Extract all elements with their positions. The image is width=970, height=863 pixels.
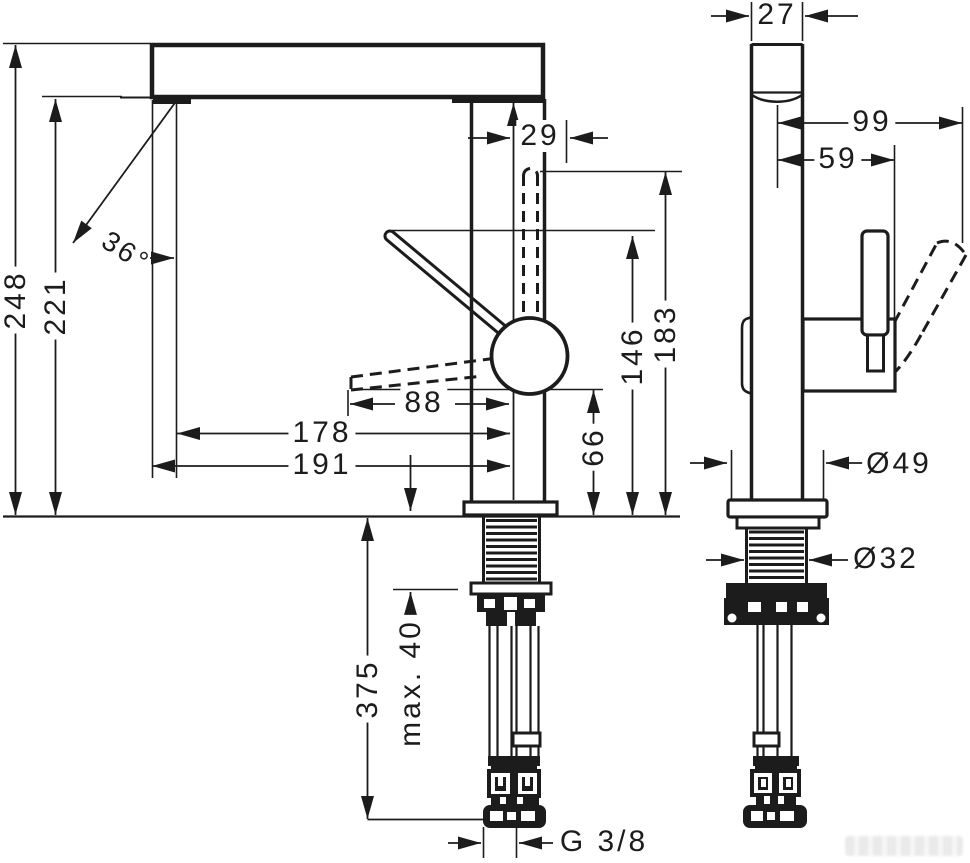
dim-reach-total-label: 191: [288, 449, 356, 481]
dim-reach-inner-label: 178: [288, 417, 356, 449]
dim-lever-height-label: 146: [616, 322, 649, 390]
dim-lever-reach-label: 88: [400, 387, 448, 419]
dim-spout-offset-label: 29: [516, 120, 564, 152]
dim-spout-height-label: 221: [39, 272, 72, 340]
dim-handle-reach-label: 59: [814, 143, 862, 175]
dim-outlet-height-label: 183: [649, 300, 682, 368]
dim-base-diameter-label: Ø49: [862, 448, 936, 480]
dim-shank-diameter-label: Ø32: [849, 543, 923, 575]
front-view: [3, 42, 682, 858]
dim-handle-swing-reach-label: 99: [848, 106, 896, 138]
side-view: [724, 2, 968, 828]
dim-body-width-label: 27: [753, 0, 801, 31]
dim-max-deck-label: max. 40: [394, 615, 427, 751]
dim-hose-length-label: 375: [351, 655, 384, 723]
watermark: [845, 836, 963, 856]
dim-body-height-label: 66: [577, 423, 610, 471]
dim-total-height-label: 248: [0, 266, 32, 334]
dim-supply-thread-label: G 3/8: [555, 826, 653, 858]
